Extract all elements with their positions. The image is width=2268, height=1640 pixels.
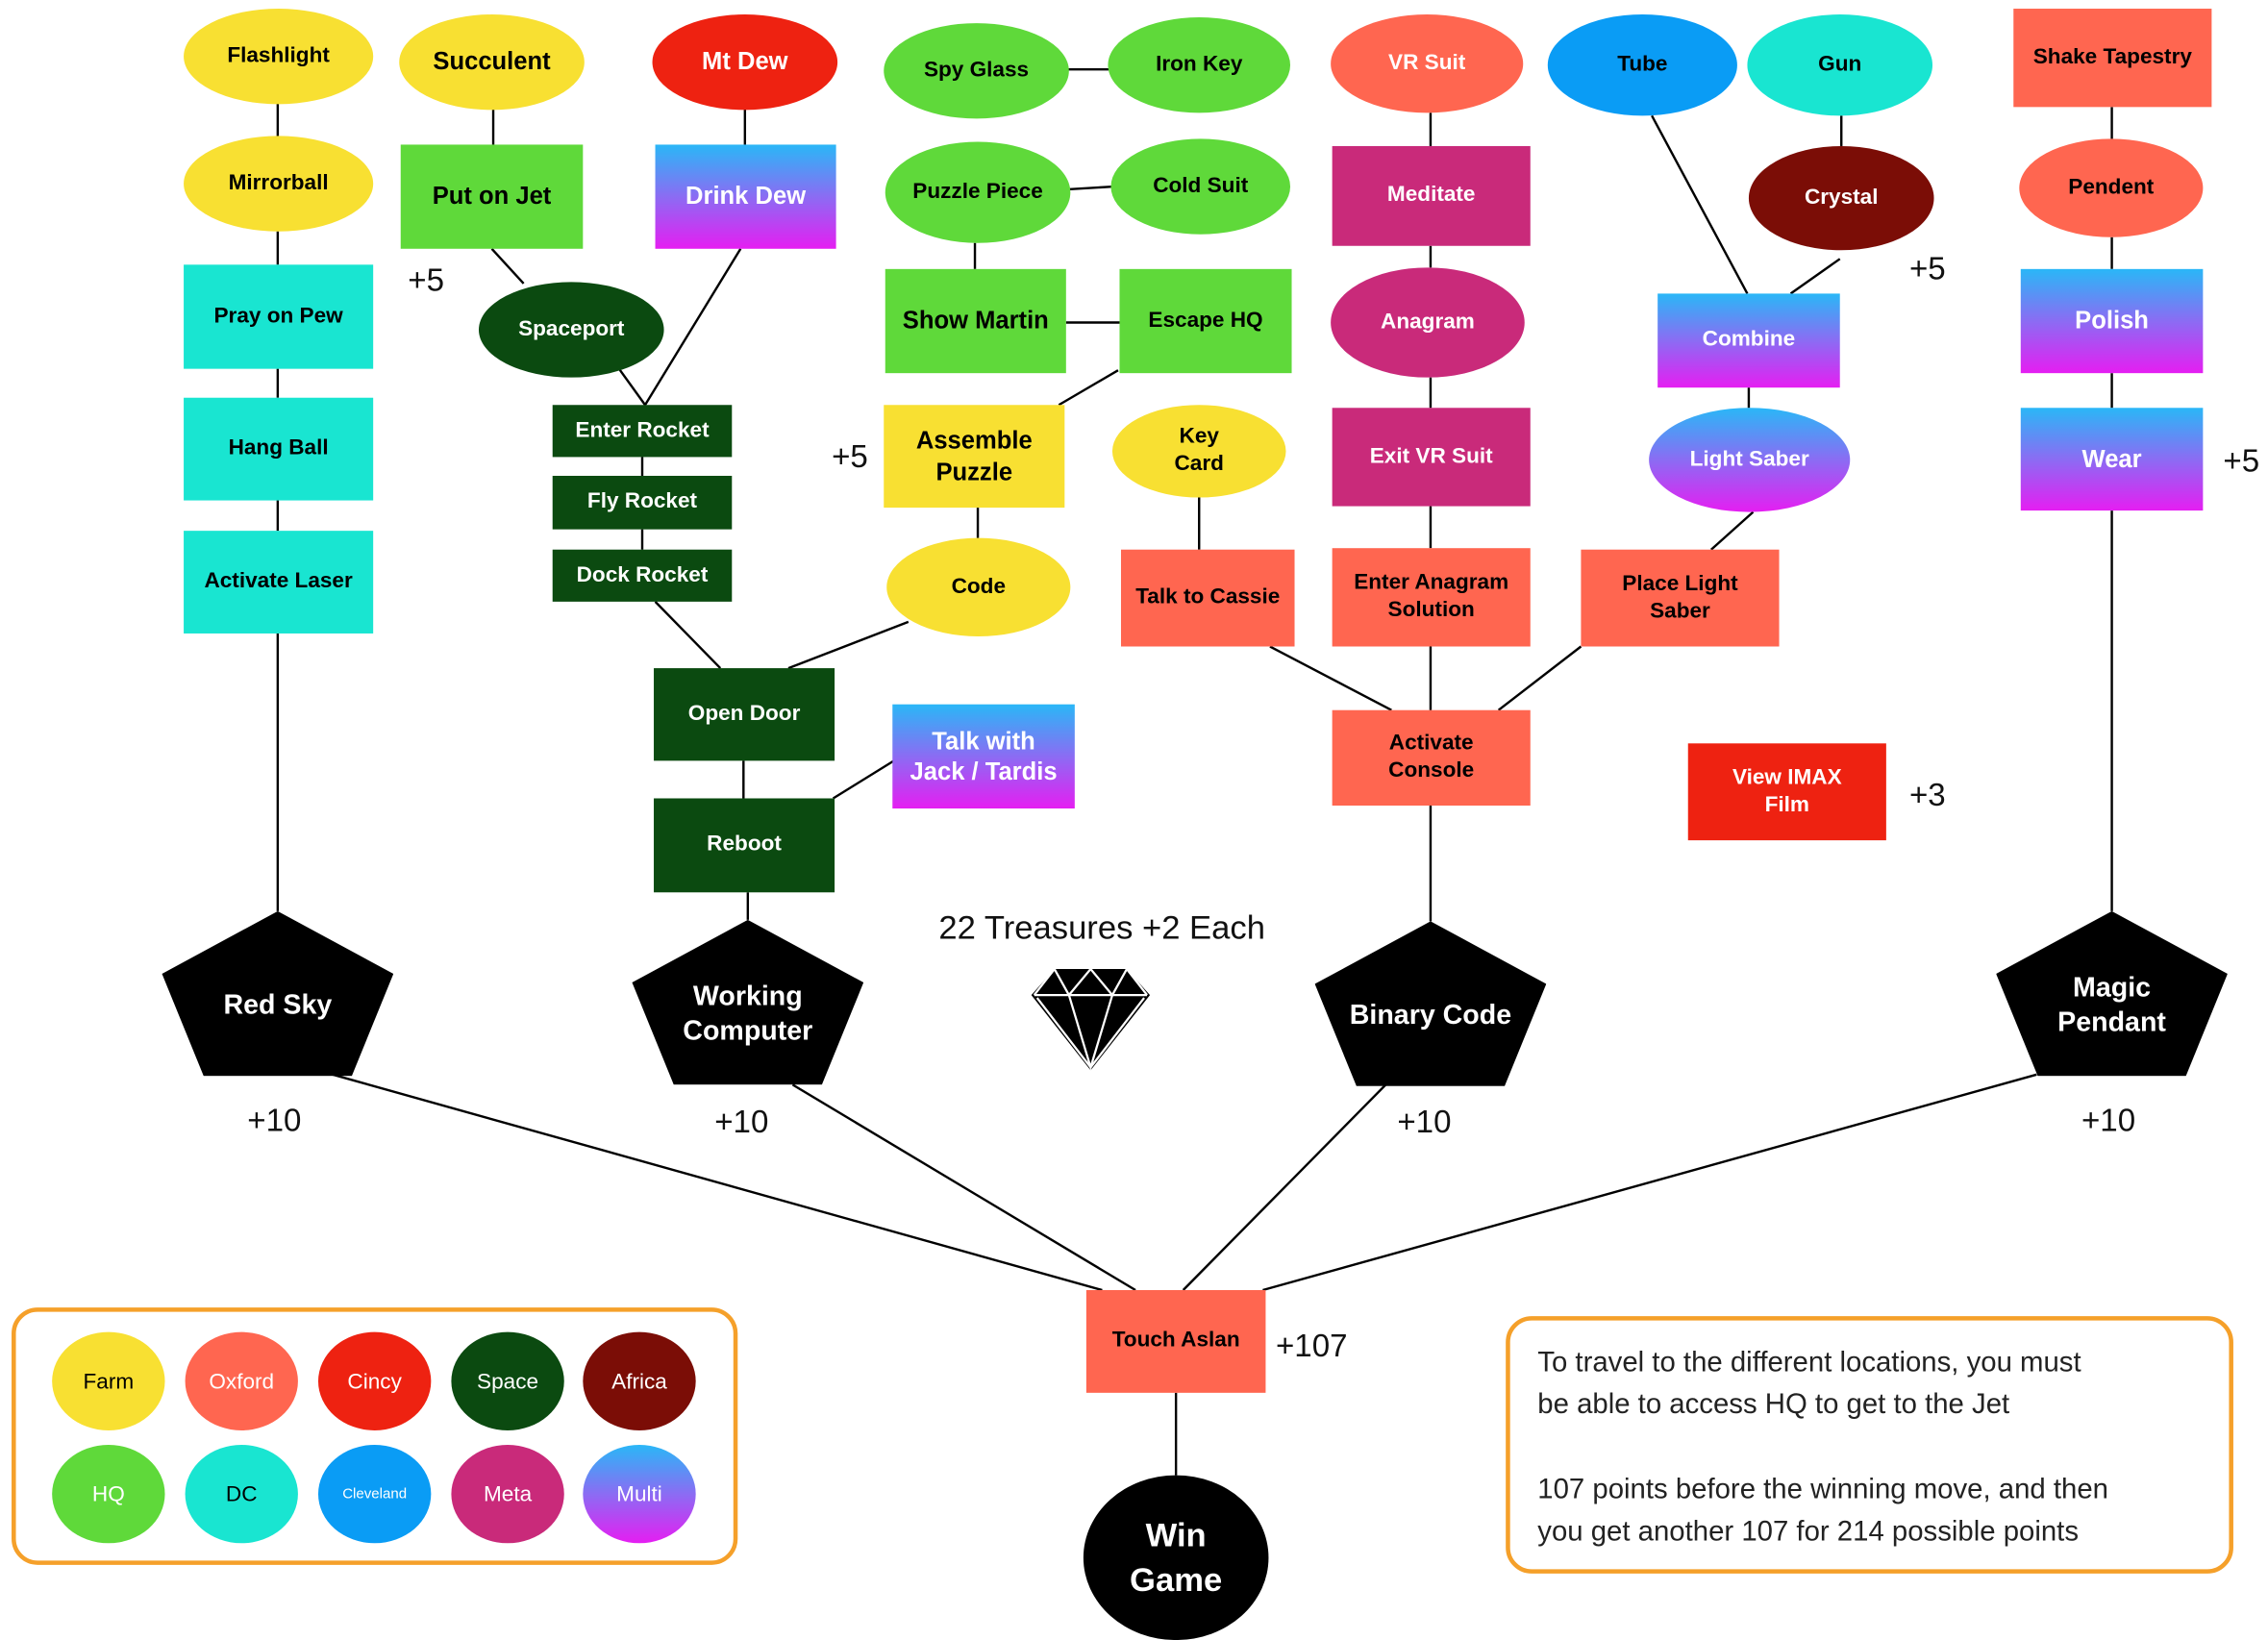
node-shake-tapestry: Shake Tapestry [2013,9,2212,108]
legend-item-farm: Farm [52,1331,165,1430]
note-travel: To travel to the different locations, yo… [1537,1346,2081,1421]
node-open-door: Open Door [654,668,835,761]
score-working-computer: +10 [714,1103,769,1140]
node-talk-with-jack-tardis: Talk with Jack / Tardis [892,704,1075,809]
score-wear: +5 [2223,442,2260,479]
note-box [1506,1316,2233,1574]
note-points: 107 points before the winning move, and … [1537,1474,2108,1548]
node-iron-key: Iron Key [1108,17,1291,113]
node-enter-anagram-solution: Enter Anagram Solution [1332,548,1531,647]
node-mt-dew: Mt Dew [652,14,838,111]
node-reboot: Reboot [654,798,835,893]
node-win-game: Win Game [1083,1475,1269,1640]
legend-item-oxford: Oxford [185,1331,298,1430]
legend-item-space: Space [451,1331,564,1430]
score-red-sky: +10 [247,1102,302,1139]
node-escape-hq: Escape HQ [1119,268,1292,374]
node-activate-console: Activate Console [1332,709,1531,807]
node-view-imax-film: View IMAX Film [1687,743,1886,841]
node-key-card: Key Card [1111,405,1286,498]
diamond-icon [1031,967,1151,1072]
legend-item-multi: Multi [583,1444,696,1544]
node-combine: Combine [1657,293,1840,388]
score-magic-pendant: +10 [2081,1102,2136,1139]
score-binary-code: +10 [1397,1103,1452,1140]
node-exit-vr-suit: Exit VR Suit [1332,408,1531,507]
score-touch-aslan: +107 [1275,1328,1348,1364]
node-drink-dew: Drink Dew [655,144,836,249]
node-talk-to-cassie: Talk to Cassie [1120,549,1295,647]
score-crystal: +5 [1908,250,1946,286]
legend-item-hq: HQ [52,1444,165,1544]
node-show-martin: Show Martin [885,268,1066,374]
score-put-on-jet: +5 [408,261,445,298]
node-hang-ball: Hang Ball [184,397,374,501]
node-cold-suit: Cold Suit [1110,138,1291,235]
legend-item-cleveland: Cleveland [317,1444,432,1544]
legend-item-cincy: Cincy [317,1331,432,1430]
node-touch-aslan: Touch Aslan [1085,1290,1266,1393]
node-tube: Tube [1547,14,1737,116]
node-crystal: Crystal [1748,145,1934,251]
node-vr-suit: VR Suit [1331,14,1524,113]
node-gun: Gun [1747,14,1933,116]
node-puzzle-piece: Puzzle Piece [885,141,1071,243]
node-pendent: Pendent [2019,138,2204,237]
score-assemble-puzzle: +5 [832,437,868,475]
node-dock-rocket: Dock Rocket [552,549,733,602]
node-enter-rocket: Enter Rocket [552,405,733,458]
node-light-saber: Light Saber [1649,408,1851,512]
node-fly-rocket: Fly Rocket [552,475,733,530]
node-meditate: Meditate [1332,145,1531,246]
node-succulent: Succulent [399,14,585,111]
node-mirrorball: Mirrorball [184,136,374,232]
node-place-light-saber: Place Light Saber [1581,549,1780,647]
node-spaceport: Spaceport [478,282,664,378]
score-view-imax-film: +3 [1908,776,1946,813]
node-assemble-puzzle: Assemble Puzzle [884,405,1065,509]
node-anagram: Anagram [1331,267,1525,378]
legend-item-dc: DC [185,1444,298,1544]
legend-box [12,1307,738,1565]
node-spy-glass: Spy Glass [884,23,1069,119]
legend-item-meta: Meta [451,1444,564,1544]
node-wear: Wear [2020,408,2204,511]
treasures-label: 22 Treasures +2 Each [938,907,1265,946]
node-code: Code [886,537,1071,636]
legend-item-africa: Africa [583,1331,696,1430]
node-flashlight: Flashlight [184,9,374,105]
node-activate-laser: Activate Laser [184,531,374,634]
node-put-on-jet: Put on Jet [400,144,584,249]
node-polish: Polish [2020,268,2204,374]
node-pray-on-pew: Pray on Pew [184,264,374,369]
